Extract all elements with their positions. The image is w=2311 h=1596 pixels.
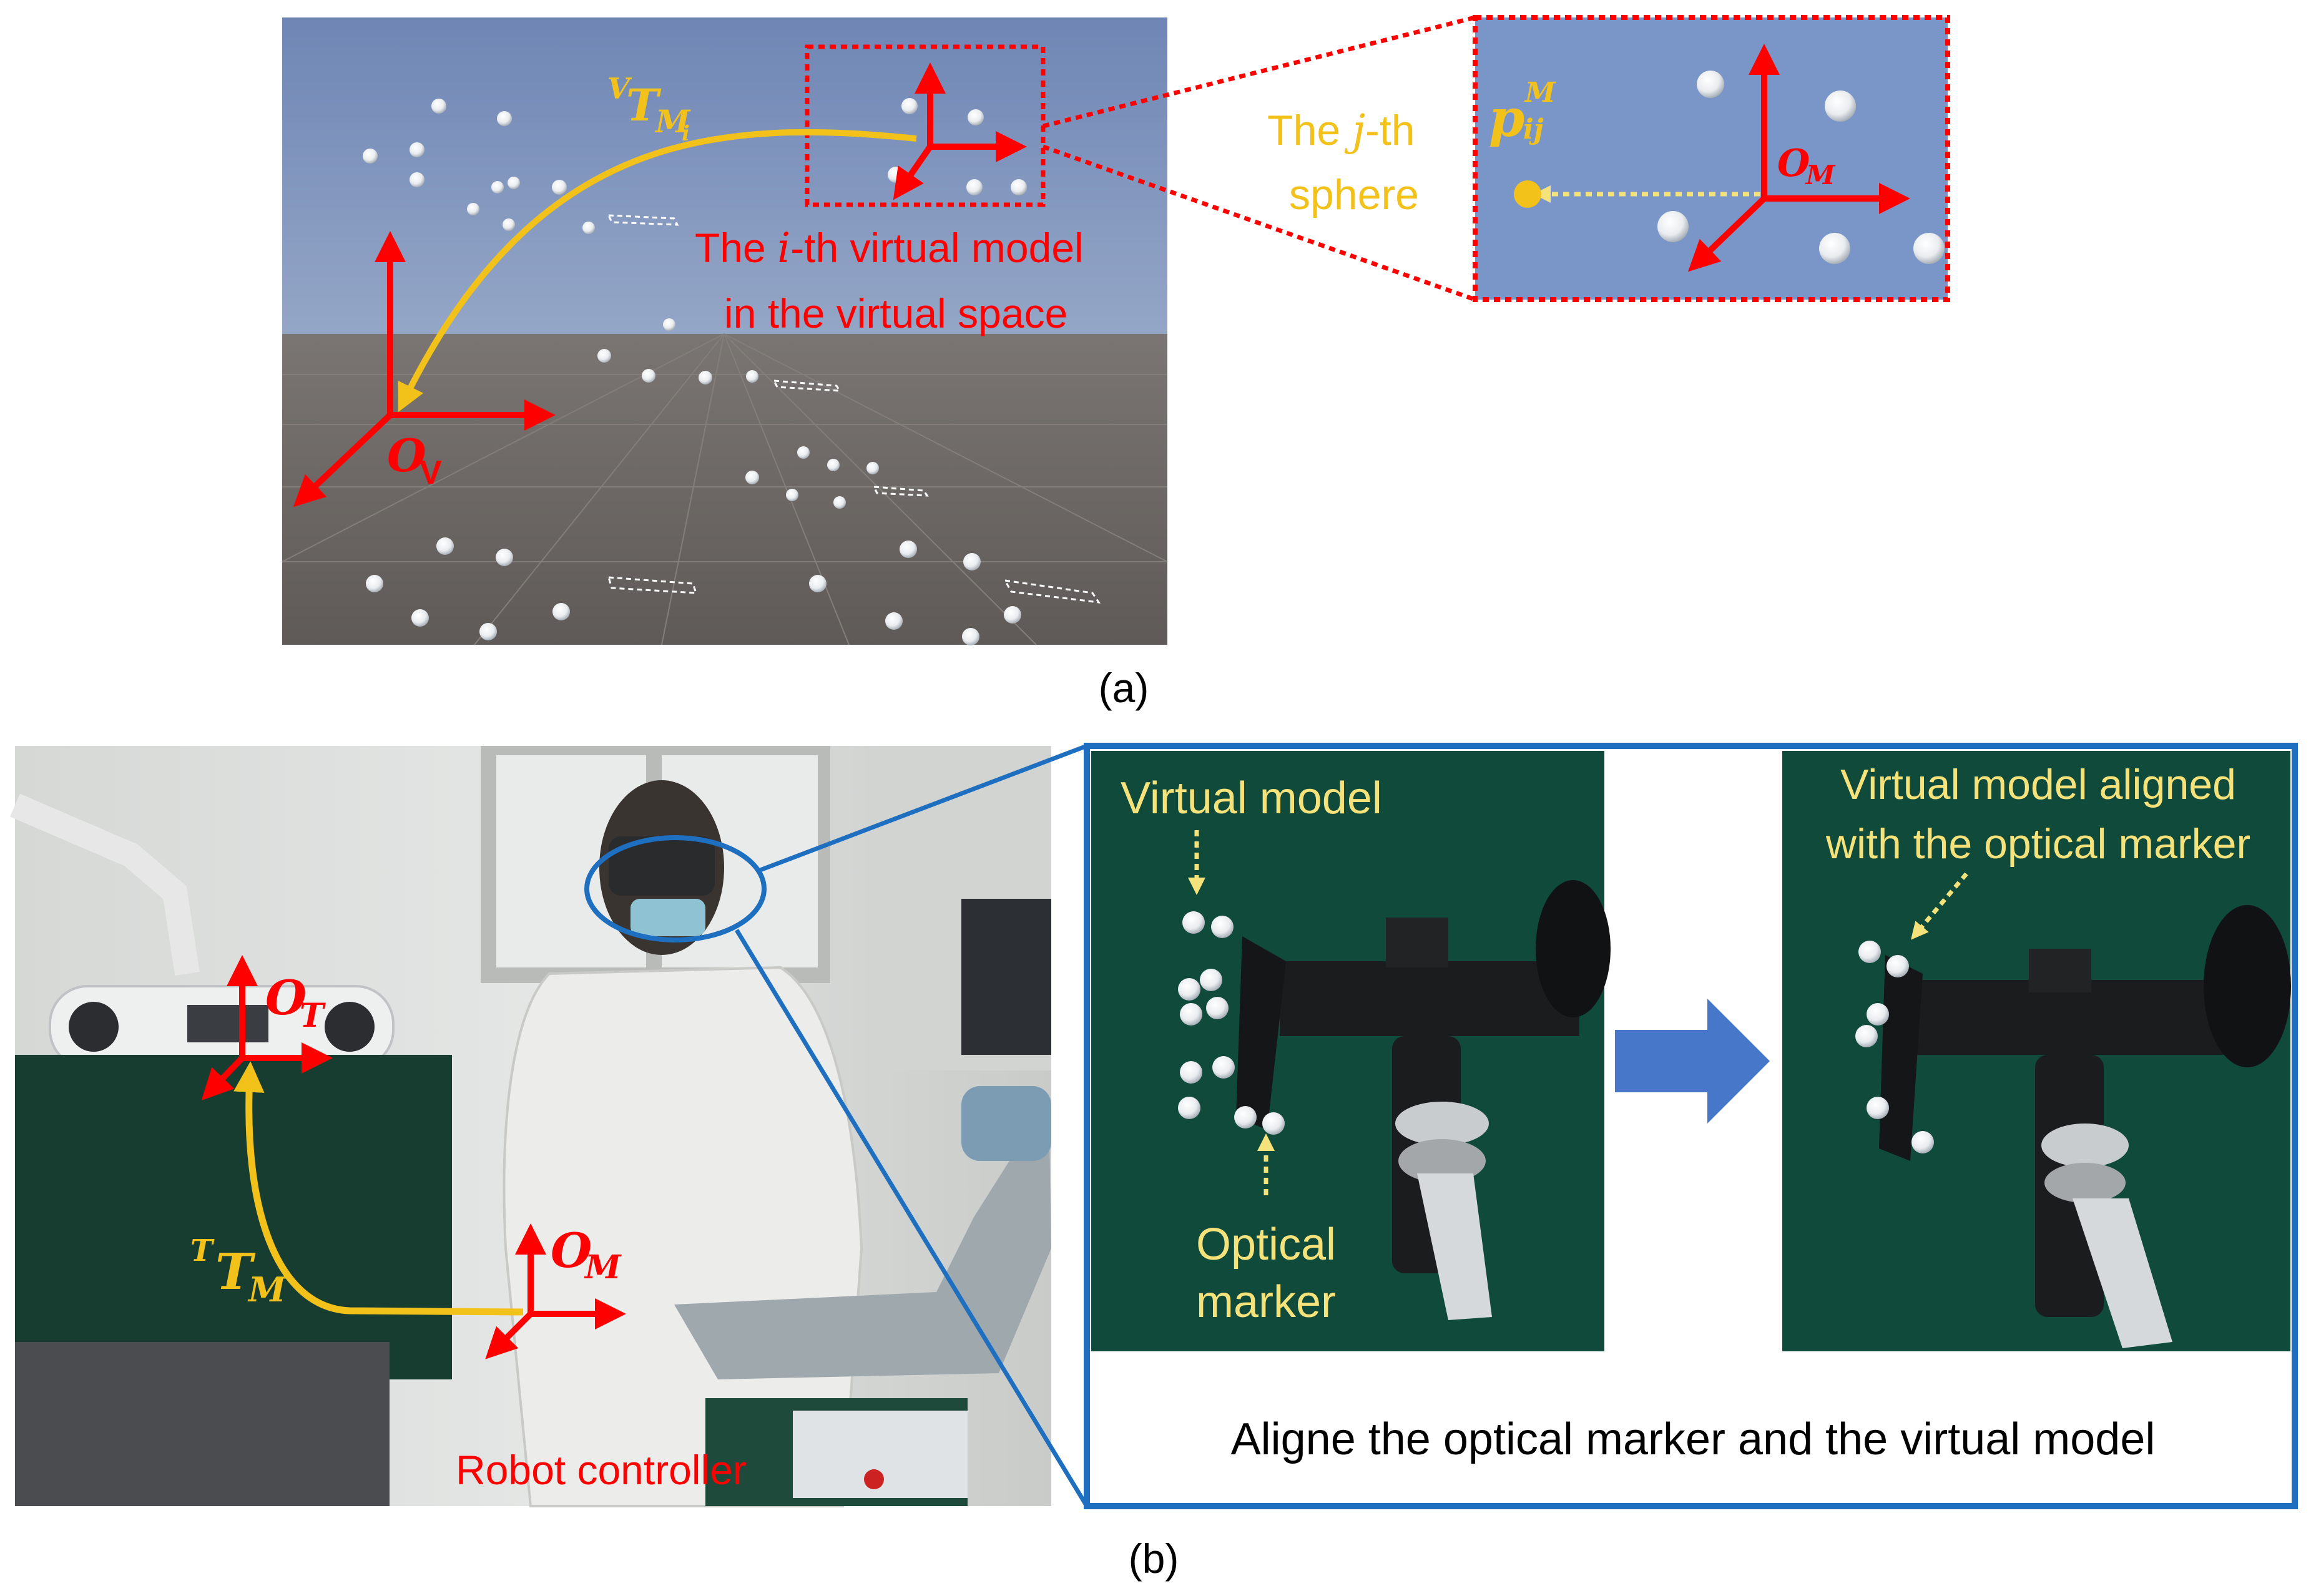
inset-origin-main: O <box>1777 142 1810 185</box>
robot-controller-label: Robot controller <box>456 1447 747 1493</box>
inset-b-caption: Aligne the optical marker and the virtua… <box>1231 1414 2156 1464</box>
floor-area <box>15 1342 390 1506</box>
panel-a-inset: O M p M ij <box>1475 17 1948 300</box>
sphere-label-line1: The j-th <box>1267 106 1415 155</box>
origin-t-sub: T <box>300 997 326 1035</box>
green-drape <box>15 1055 452 1379</box>
aligned-label-1: Virtual model aligned <box>1840 761 2236 808</box>
panel-b-inset: Virtual model Optical marker Virtual mod… <box>1087 746 2295 1506</box>
inset-background <box>1475 17 1948 300</box>
point-label-sub: ij <box>1523 114 1544 145</box>
panel-b-photo: O T O M T T M Robot controller <box>15 746 1051 1506</box>
origin-v-sub: V <box>420 454 442 491</box>
point-label-main: p <box>1489 89 1524 149</box>
inset-origin-sub: M <box>1805 160 1836 190</box>
virtual-model-label: Virtual model <box>1121 773 1382 823</box>
panel-a-virtual-scene: V T M i O V The i-th virtual model in th… <box>282 17 1167 645</box>
transform-tm-sup: T <box>190 1233 215 1268</box>
caption-a: (a) <box>1099 665 1149 711</box>
caption-b: (b) <box>1129 1535 1179 1582</box>
origin-m-sub: M <box>584 1248 622 1286</box>
monitor <box>961 899 1051 1055</box>
sphere-label-line2: sphere <box>1289 171 1419 218</box>
transform-vm-subsub: i <box>682 121 690 146</box>
jth-sphere-dot <box>1514 180 1541 208</box>
model-label-line1: The i-th virtual model <box>695 224 1084 272</box>
model-label-line2: in the virtual space <box>724 290 1067 336</box>
point-label-sup: M <box>1524 77 1556 109</box>
optical-marker-label-1: Optical <box>1196 1220 1336 1270</box>
optical-marker-label-2: marker <box>1196 1277 1336 1327</box>
transform-tm-sub: M <box>247 1270 287 1310</box>
aligned-label-2: with the optical marker <box>1825 820 2250 868</box>
photo-before <box>1091 751 1604 1351</box>
